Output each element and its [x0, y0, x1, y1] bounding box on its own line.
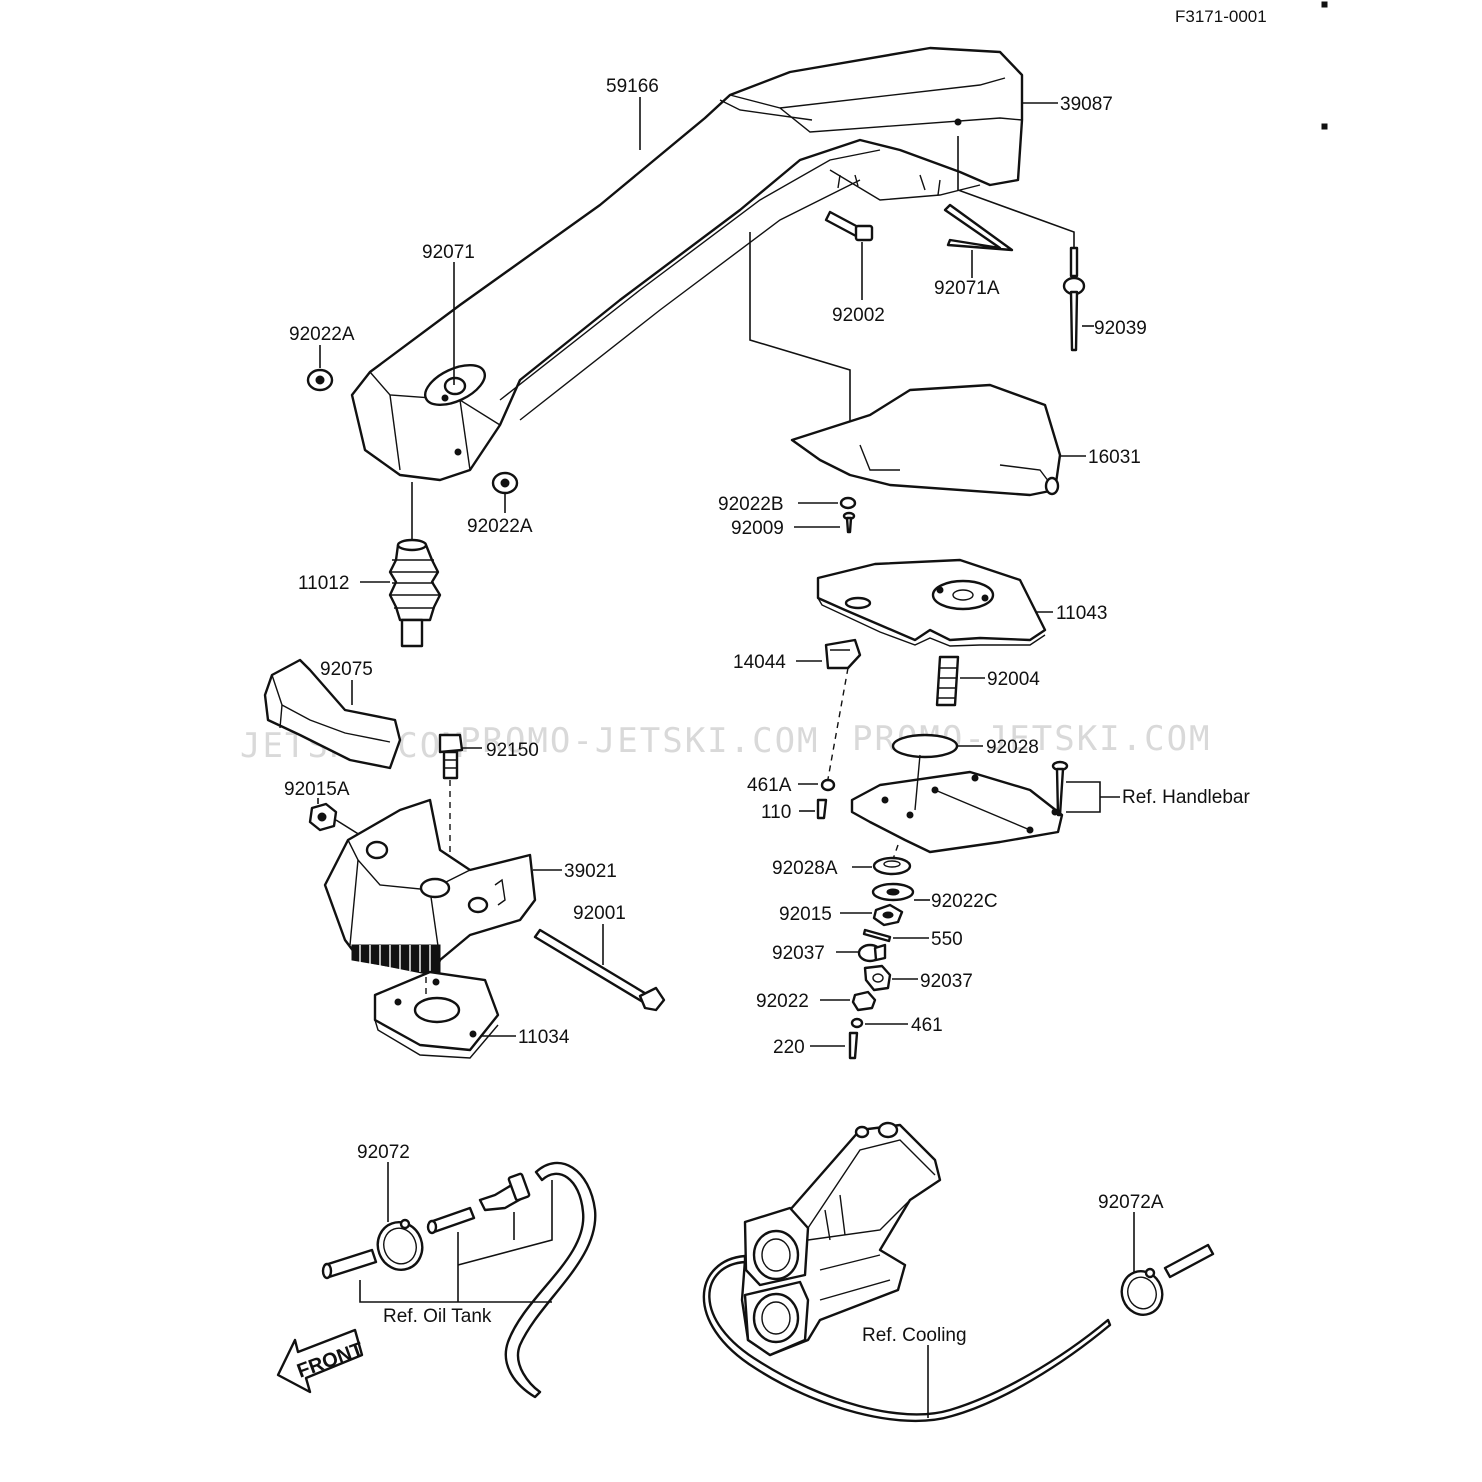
clip-14044 [824, 638, 862, 670]
washer-92022B [839, 496, 857, 510]
label-92072A: 92072A [1098, 1192, 1164, 1213]
label-92001: 92001 [573, 903, 626, 924]
washer-92028A [872, 856, 912, 876]
label-92015: 92015 [779, 904, 832, 925]
bolt-92001 [533, 928, 666, 1012]
bracket-39021 [323, 798, 537, 977]
ring-461 [850, 1017, 864, 1029]
joint-92037-lower [863, 964, 892, 992]
label-461: 461 [911, 1015, 943, 1036]
plate-11043 [816, 558, 1047, 647]
label-92022A-right: 92022A [467, 516, 533, 537]
steering-pole-59166 [350, 46, 1024, 482]
label-110: 110 [761, 802, 791, 823]
label-92150: 92150 [486, 740, 539, 761]
washer-92022A-right [491, 471, 519, 495]
leader-oil-tank-left [359, 1280, 552, 1303]
label-92015A: 92015A [284, 779, 350, 800]
label-92028: 92028 [986, 737, 1039, 758]
dash-14044 [825, 667, 849, 791]
label-92037-upper: 92037 [772, 943, 825, 964]
label-92028A: 92028A [772, 858, 838, 879]
pin-550 [862, 928, 892, 943]
ring-461A [820, 778, 836, 792]
ref-cooling: Ref. Cooling [862, 1325, 967, 1346]
label-550: 550 [931, 929, 963, 950]
label-92009: 92009 [731, 518, 784, 539]
label-11043: 11043 [1056, 603, 1107, 624]
label-11034: 11034 [518, 1027, 570, 1048]
ref-handlebar: Ref. Handlebar [1122, 787, 1250, 808]
label-11012: 11012 [298, 573, 349, 594]
washer-92022C [871, 882, 915, 902]
pad-92075 [263, 658, 402, 770]
corner-mark-top [1321, 1, 1328, 8]
bellows-11012 [388, 538, 442, 648]
leader-92039-link [957, 136, 1075, 248]
watermark: JETSKI.COM PROMO-JETSKI.COM PROMO-JETSKI… [240, 719, 1210, 766]
bolt-92150 [438, 733, 464, 780]
plate-11034 [373, 970, 500, 1059]
label-92004: 92004 [987, 669, 1040, 690]
watermark-middle: PROMO-JETSKI.COM [460, 721, 820, 761]
label-92022A-left: 92022A [289, 324, 355, 345]
screw-handlebar [1051, 760, 1069, 817]
label-16031: 16031 [1088, 447, 1141, 468]
label-92071: 92071 [422, 242, 475, 263]
leader-92015A-part [335, 819, 361, 836]
screw-92009 [842, 511, 856, 534]
ref-oil-tank: Ref. Oil Tank [383, 1306, 492, 1327]
label-92037-lower: 92037 [920, 971, 973, 992]
label-92039: 92039 [1094, 318, 1147, 339]
clamp-92072 [376, 1218, 424, 1271]
leader-oil-tank-right [457, 1180, 553, 1266]
joint-92037-upper [857, 943, 887, 963]
pin-220 [848, 1031, 859, 1060]
handle-plate [850, 754, 1064, 854]
label-39021: 39021 [564, 861, 617, 882]
tube-92072A [1163, 1243, 1215, 1279]
cover-16031 [790, 383, 1062, 497]
bolt-92002 [824, 210, 874, 242]
oil-hose-assembly [321, 1161, 597, 1399]
label-92022: 92022 [756, 991, 809, 1012]
washer-92022A-left [306, 368, 334, 392]
washer-92028 [891, 733, 959, 759]
pin-92039 [1062, 246, 1086, 352]
label-461A: 461A [747, 775, 792, 796]
label-220: 220 [773, 1037, 805, 1058]
clip-92071A [943, 203, 1014, 252]
label-92071A: 92071A [934, 278, 1000, 299]
nut-92015A [308, 802, 338, 832]
jet-pump-assembly [740, 1121, 942, 1357]
stud-92004 [935, 655, 960, 707]
leader-handlebar-bracket [1066, 781, 1101, 813]
front-arrow-icon: FRONT [276, 1328, 366, 1394]
label-92022B: 92022B [718, 494, 784, 515]
label-92075: 92075 [320, 659, 373, 680]
clamp-92072A [1120, 1267, 1164, 1316]
label-92022C: 92022C [931, 891, 998, 912]
corner-mark-mid [1321, 123, 1328, 130]
leader-pole-cover [749, 232, 851, 440]
label-14044: 14044 [733, 652, 786, 673]
pin-110 [816, 798, 828, 820]
label-92002: 92002 [832, 305, 885, 326]
cooling-hose [702, 1254, 1112, 1423]
label-59166: 59166 [606, 76, 659, 97]
diagram-code: F3171-0001 [1175, 7, 1267, 26]
label-39087: 39087 [1060, 94, 1113, 115]
block-92022 [851, 990, 877, 1012]
label-92072: 92072 [357, 1142, 410, 1163]
nut-92015 [872, 903, 904, 927]
